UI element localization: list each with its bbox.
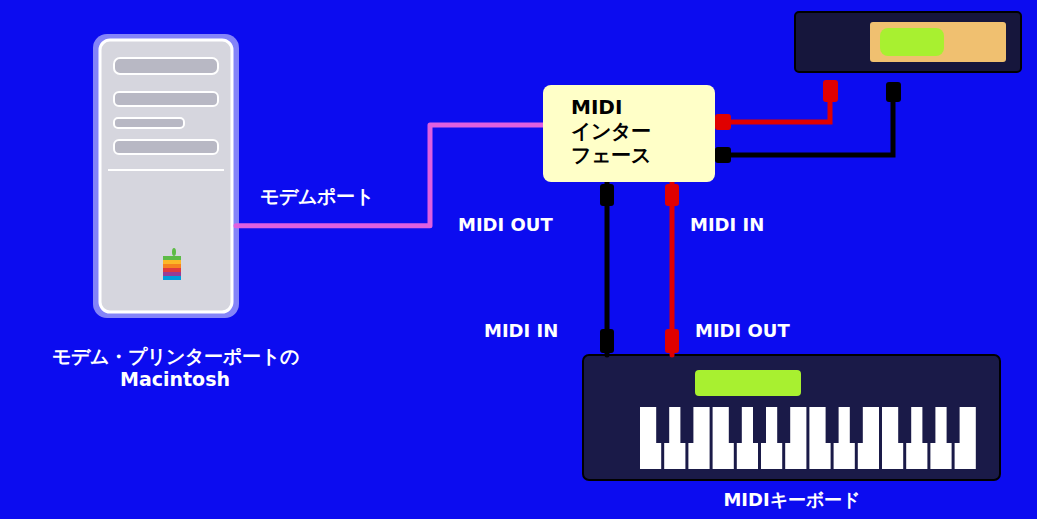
box-label: MIDI インター フェース <box>571 95 675 167</box>
black-key <box>898 407 911 443</box>
midi-cable <box>670 182 675 355</box>
macintosh-tower <box>93 34 239 318</box>
modem-cable <box>236 125 543 226</box>
port-label: MIDI OUT <box>458 214 553 235</box>
sound-module <box>795 12 1021 72</box>
black-key <box>656 407 669 443</box>
black-key <box>826 407 839 443</box>
black-key <box>777 407 790 443</box>
black-key <box>947 407 960 443</box>
midi-keyboard <box>583 355 1000 480</box>
computer-node: モデム・プリンターポートの Macintosh <box>98 38 236 314</box>
midi-cable <box>605 182 610 355</box>
keyboard-node: MIDIキーボード <box>583 355 1000 480</box>
keys <box>640 407 976 469</box>
black-key <box>729 407 742 443</box>
cable-label: モデムポート <box>260 184 374 210</box>
red-cable <box>715 100 830 122</box>
plug <box>886 82 901 102</box>
port-label: MIDI IN <box>484 320 558 341</box>
plug <box>715 114 731 130</box>
port-label: MIDI OUT <box>695 320 790 341</box>
black-cable <box>715 100 893 155</box>
plug <box>715 147 731 163</box>
apple-logo <box>163 248 181 280</box>
port-label: MIDI IN <box>690 214 764 235</box>
black-key <box>850 407 863 443</box>
device-label: モデム・プリンターポートの Macintosh <box>10 345 340 391</box>
black-key <box>680 407 693 443</box>
black-key <box>922 407 935 443</box>
plug <box>823 80 838 102</box>
interface-box: MIDI インター フェース <box>543 85 715 182</box>
black-key <box>753 407 766 443</box>
device-label: MIDIキーボード <box>583 489 1000 511</box>
